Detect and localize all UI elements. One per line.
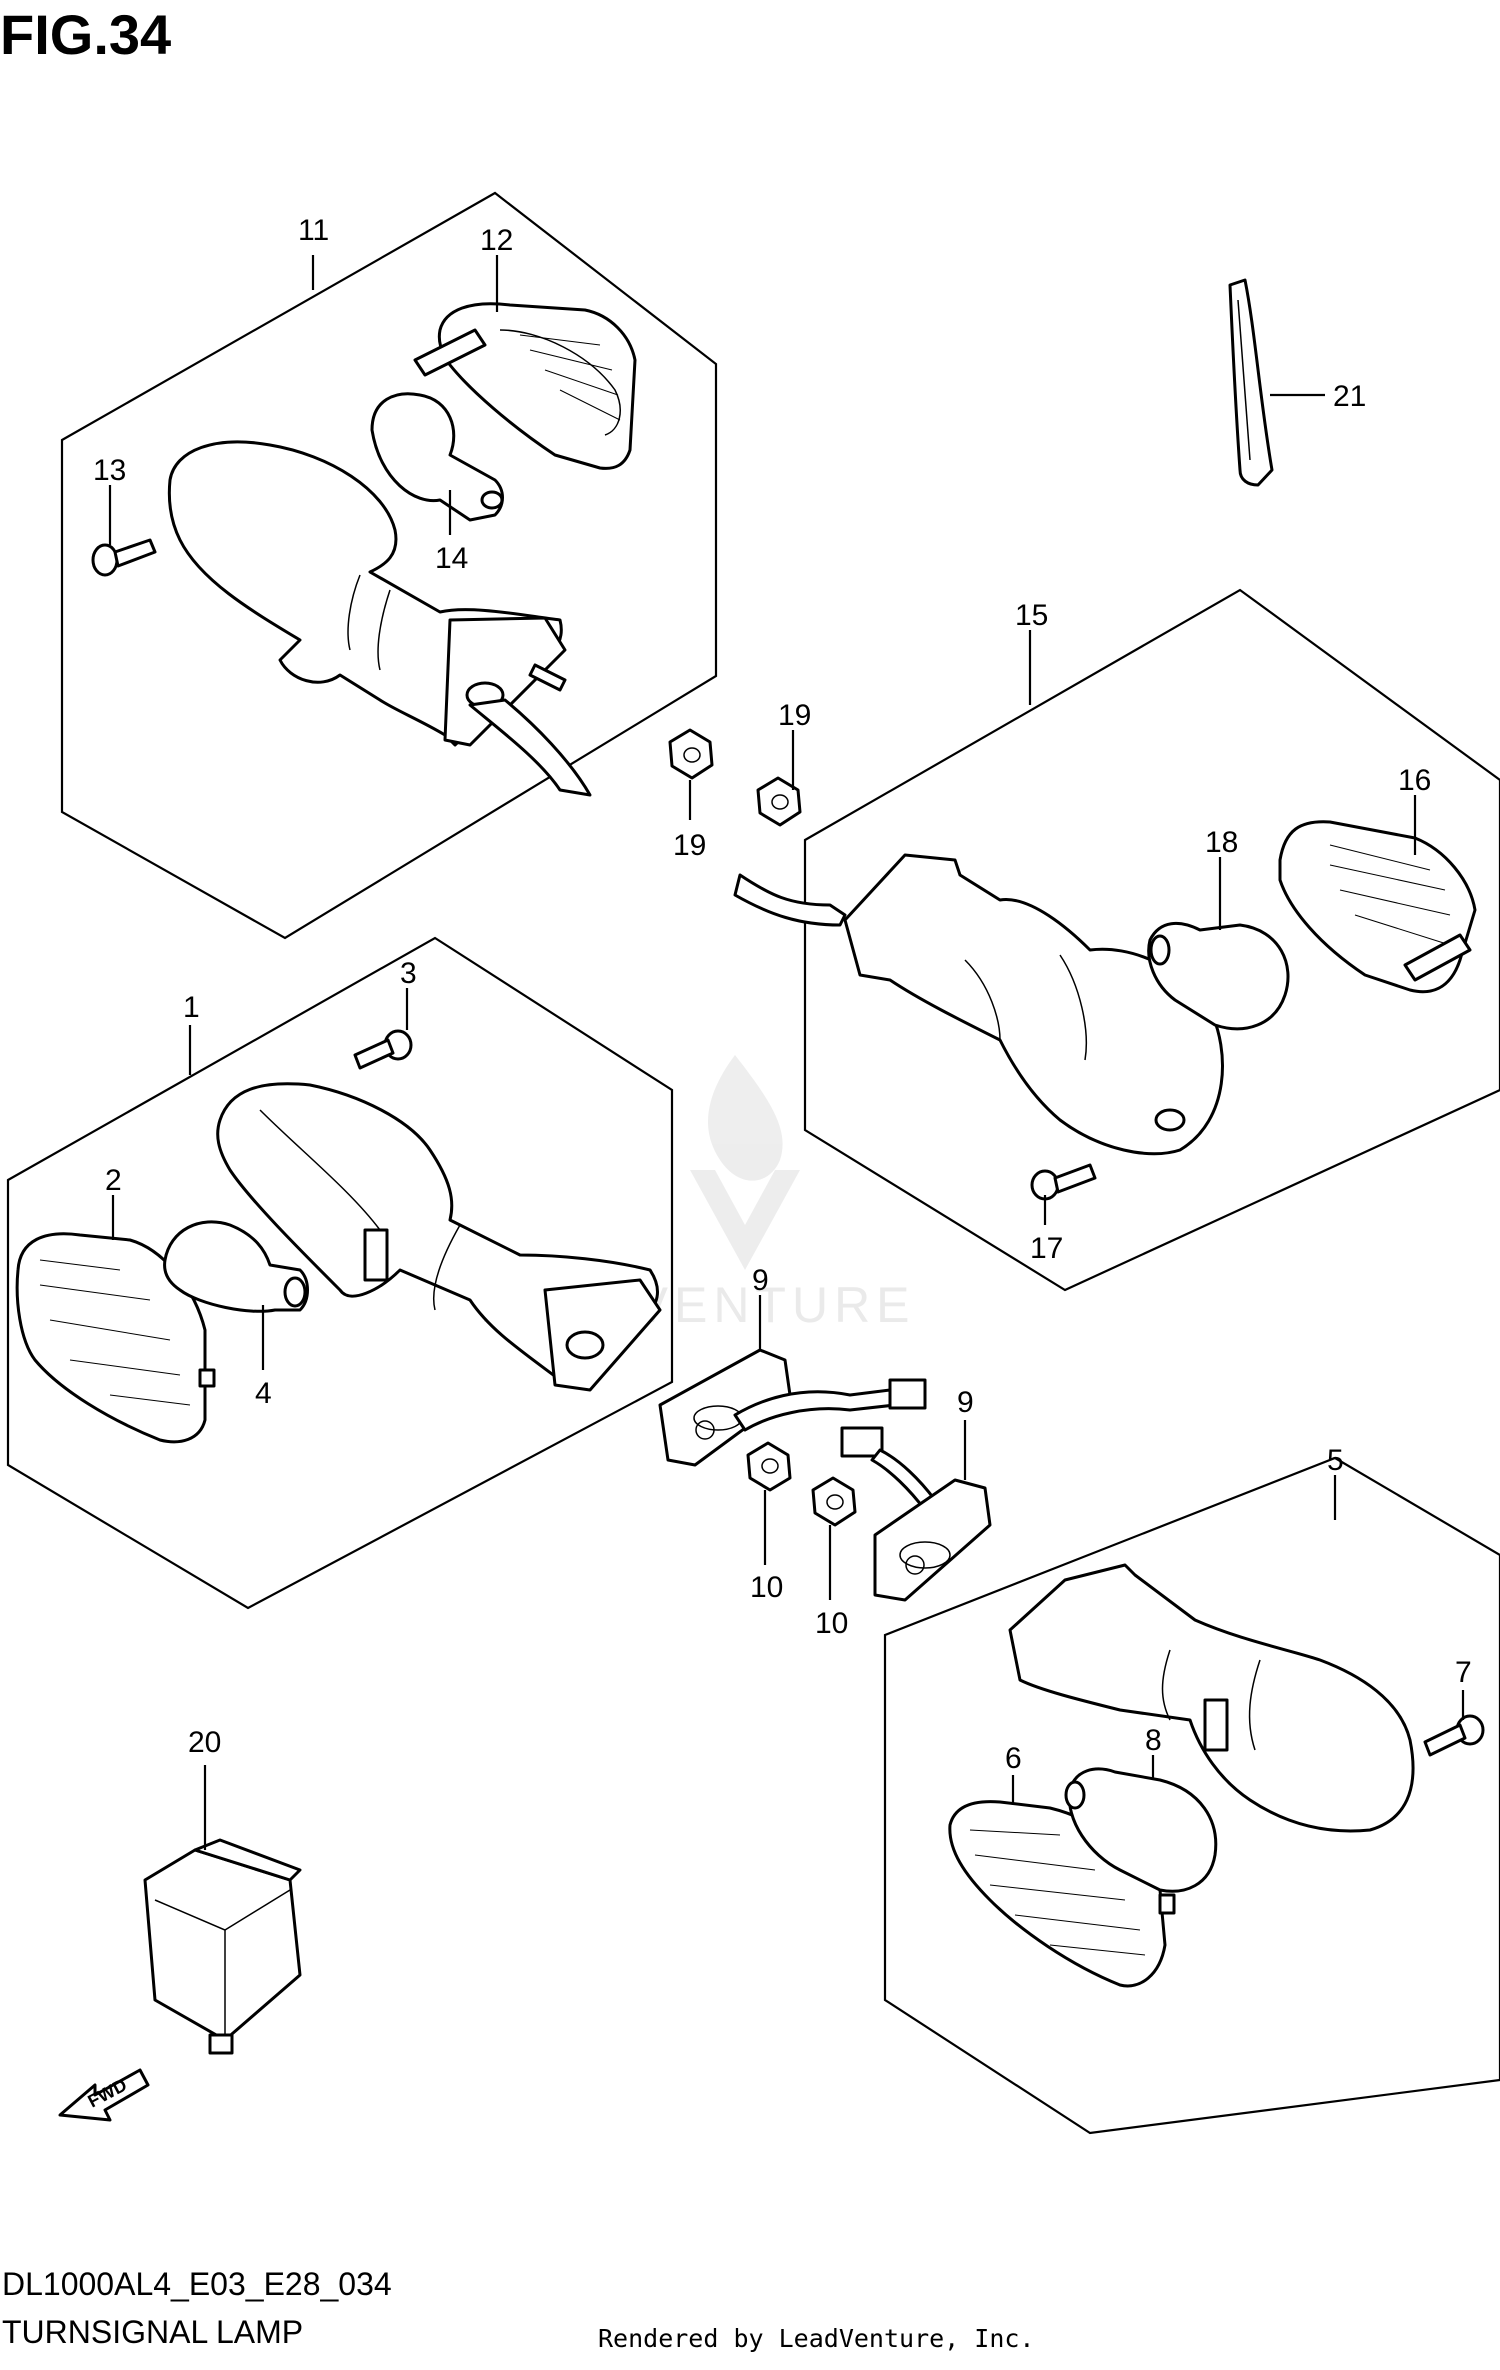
callout-10-right: 10 — [815, 1607, 848, 1640]
callout-9-right: 9 — [957, 1386, 974, 1419]
screw-13[interactable] — [91, 538, 157, 577]
turn-signal-lens-16[interactable] — [1278, 820, 1477, 994]
callout-15: 15 — [1015, 599, 1048, 632]
screw-3[interactable] — [353, 1029, 413, 1070]
clip-21[interactable] — [1228, 278, 1274, 487]
turn-signal-housing-5[interactable] — [1008, 1563, 1415, 1833]
screw-7[interactable] — [1423, 1714, 1485, 1757]
nut-19-right[interactable] — [756, 776, 802, 827]
bulb-14[interactable] — [370, 392, 504, 522]
nut-10-right[interactable] — [811, 1476, 857, 1527]
turn-signal-lens-2[interactable] — [15, 1232, 216, 1444]
bulb-8[interactable] — [1064, 1767, 1218, 1893]
assembly-box-15 — [803, 588, 1500, 1292]
turn-signal-lens-12[interactable] — [413, 302, 637, 470]
callout-8: 8 — [1145, 1724, 1162, 1757]
callout-13: 13 — [93, 454, 126, 487]
screw-17[interactable] — [1030, 1163, 1097, 1201]
callout-20: 20 — [188, 1726, 221, 1759]
leader-lines — [108, 255, 1465, 1850]
callout-19-left: 19 — [673, 829, 706, 862]
callout-12: 12 — [480, 224, 513, 257]
bulb-4[interactable] — [163, 1220, 309, 1313]
callout-17: 17 — [1030, 1232, 1063, 1265]
relay-20[interactable] — [143, 1838, 302, 2055]
assembly-box-1 — [6, 936, 674, 1610]
gasket-9-right[interactable] — [873, 1478, 992, 1602]
section-name: TURNSIGNAL LAMP — [2, 2314, 304, 2350]
callout-1: 1 — [183, 991, 200, 1024]
callout-14: 14 — [435, 542, 468, 575]
callout-numbers: 11 12 13 14 15 16 17 18 19 19 21 1 2 3 4… — [93, 214, 1472, 1775]
callout-6: 6 — [1005, 1742, 1022, 1775]
turn-signal-housing-11[interactable] — [167, 440, 592, 797]
callout-18: 18 — [1205, 826, 1238, 859]
callout-9-left: 9 — [752, 1264, 769, 1297]
render-credit: Rendered by LeadVenture, Inc. — [598, 2324, 1035, 2353]
callout-7: 7 — [1455, 1656, 1472, 1689]
fwd-arrow-icon: FWD — [58, 2068, 150, 2122]
callout-21: 21 — [1333, 380, 1366, 413]
nut-19-left[interactable] — [668, 728, 714, 780]
callout-16: 16 — [1398, 764, 1431, 797]
callout-19-right: 19 — [778, 699, 811, 732]
turn-signal-housing-15[interactable] — [733, 853, 1224, 1156]
callout-3: 3 — [400, 957, 417, 990]
callout-2: 2 — [105, 1164, 122, 1197]
figure-title: FIG.34 — [0, 3, 172, 66]
turn-signal-housing-1[interactable] — [216, 1082, 662, 1392]
callout-4: 4 — [255, 1377, 272, 1410]
model-code: DL1000AL4_E03_E28_034 — [2, 2266, 392, 2302]
callout-11: 11 — [298, 214, 329, 247]
nut-10-left[interactable] — [746, 1441, 792, 1492]
assembly-box-11 — [60, 191, 718, 940]
bulb-18[interactable] — [1147, 921, 1290, 1031]
wiring-harness[interactable] — [733, 1378, 937, 1512]
assembly-box-5 — [883, 1456, 1500, 2135]
callout-5: 5 — [1327, 1444, 1344, 1477]
callout-10-left: 10 — [750, 1571, 783, 1604]
